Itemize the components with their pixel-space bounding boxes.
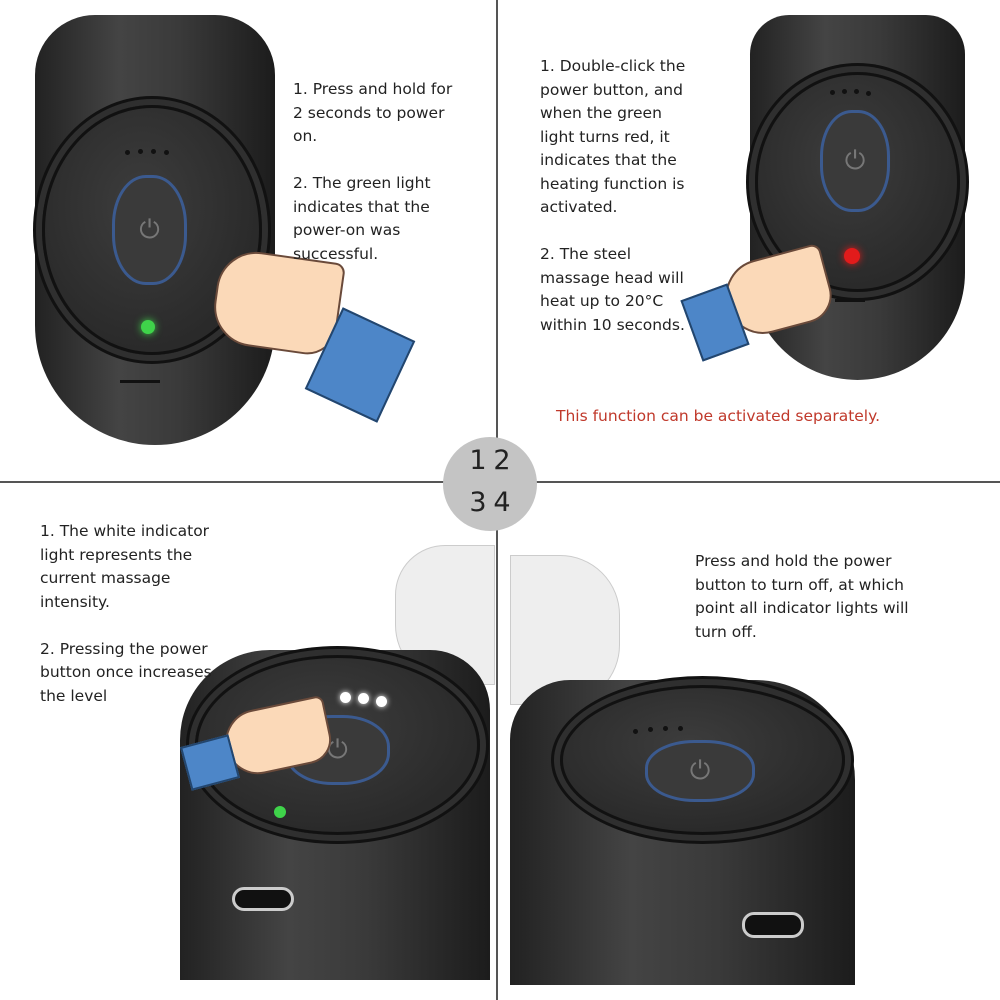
green-led [274,806,286,818]
indicator-dot [842,89,847,94]
panel-2-instructions: 1. Double-click the power button, and wh… [540,57,686,334]
panel-3-instructions: 1. The white indicator light represents … [40,522,212,705]
power-button-icon: ⏻ [112,175,187,285]
panel-1-instructions: 1. Press and hold for 2 seconds to power… [293,80,453,263]
indicator-dot [164,150,169,155]
indicator-dot [648,727,653,732]
step-number-2: 2 [493,445,511,476]
power-button-icon: ⏻ [820,110,890,212]
indicator-dot [854,89,859,94]
indicator-dot [830,90,835,95]
indicator-dot [633,729,638,734]
usb-c-port [742,912,804,938]
indicator-dot [678,726,683,731]
white-led [358,693,369,704]
indicator-dot [138,149,143,154]
step-number-3: 3 [469,487,487,518]
indicator-dot [866,91,871,96]
step-number-1: 1 [469,445,487,476]
step-number-4: 4 [493,487,511,518]
indicator-dot [125,150,130,155]
white-led [376,696,387,707]
indicator-dot [151,149,156,154]
panel-4-instructions: Press and hold the power button to turn … [695,552,909,641]
step-number-badge: 1 2 3 4 [443,437,537,531]
power-button-icon: ⏻ [645,740,755,802]
usb-c-port [232,887,294,911]
separate-activation-note: This function can be activated separatel… [556,407,881,425]
red-led [844,248,860,264]
indicator-dot [663,726,668,731]
green-led [141,320,155,334]
white-led [340,692,351,703]
